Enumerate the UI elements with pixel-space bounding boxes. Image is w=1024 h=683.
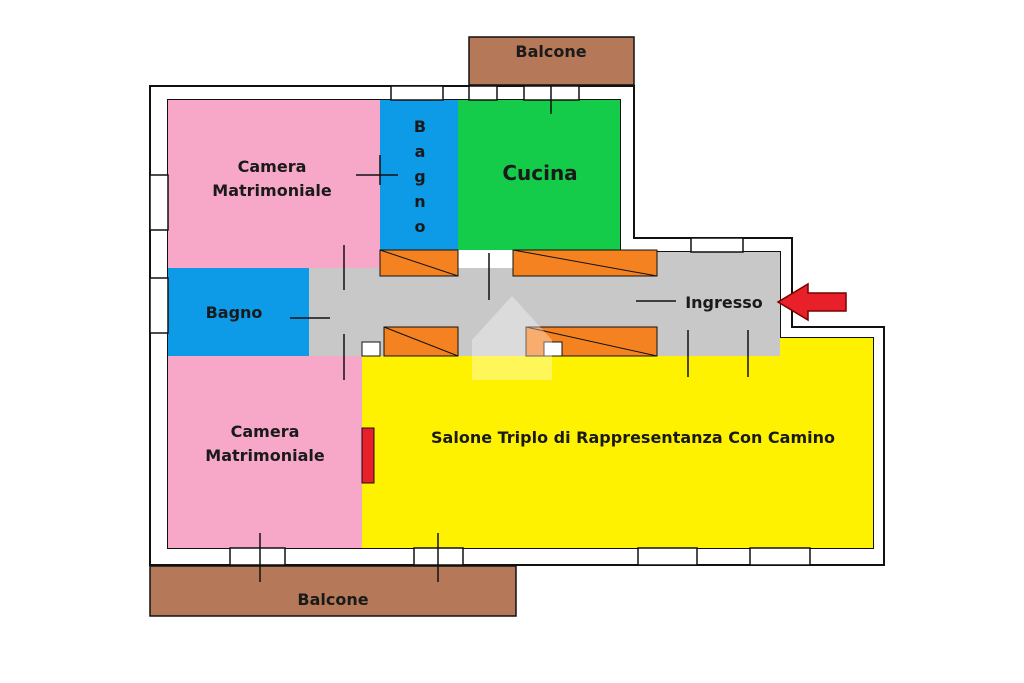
salone-extension: [780, 338, 873, 356]
camera-1-label-line2: Matrimoniale: [212, 181, 332, 200]
wardrobe-top-left: [379, 249, 459, 277]
bagno-letter-2: a: [415, 142, 426, 161]
salone-label: Salone Triplo di Rappresentanza Con Cami…: [431, 428, 835, 447]
camera-matrimoniale-1: [168, 100, 380, 268]
window-left-1: [149, 174, 169, 231]
pillar-1: [361, 341, 381, 357]
entrance-arrow-icon: [776, 282, 847, 322]
balcone-bottom: [149, 565, 517, 617]
window-left-2: [149, 277, 169, 334]
ingresso-label: Ingresso: [685, 293, 763, 312]
pillar-2: [543, 341, 563, 357]
bagno-left: [168, 268, 309, 356]
balcone-bottom-label: Balcone: [297, 590, 368, 609]
balcone-top-label: Balcone: [515, 42, 586, 61]
camera-2-label-line2: Matrimoniale: [205, 446, 325, 465]
ingresso: [657, 252, 780, 356]
bagno-left-label: Bagno: [206, 303, 263, 322]
cucina-label: Cucina: [502, 161, 577, 185]
window-bottom-3: [637, 547, 698, 566]
watermark-logo: [472, 296, 552, 380]
window-bottom-4: [749, 547, 811, 566]
camino: [361, 427, 375, 484]
camera-matrimoniale-2: [168, 356, 362, 548]
cucina: [458, 100, 620, 250]
outer-wall: [149, 85, 885, 566]
bagno-letter-4: n: [414, 192, 425, 211]
salone: [362, 356, 873, 548]
bagno-letter-5: o: [415, 217, 426, 236]
wardrobe-bottom-left: [383, 326, 459, 357]
camera-1-label-line1: Camera: [238, 157, 307, 176]
window-bottom-1: [229, 547, 286, 566]
balcone-top: [468, 36, 635, 86]
window-top-4: [690, 237, 744, 253]
wardrobe-top-right: [512, 249, 658, 277]
bagno-letter-3: g: [414, 167, 425, 186]
camera-2-label-line1: Camera: [231, 422, 300, 441]
window-top-2: [468, 85, 498, 101]
bagno-letter-1: B: [414, 117, 426, 136]
window-top-1: [390, 85, 444, 101]
